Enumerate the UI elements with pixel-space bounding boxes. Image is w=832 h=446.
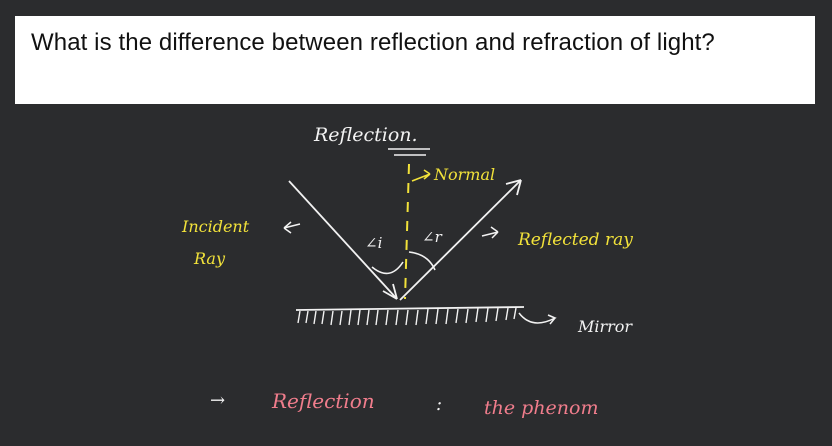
incident-label-line1: Incident	[181, 217, 250, 236]
reflected-ray-arrowhead	[505, 179, 522, 196]
reflected-label: Reflected ray	[517, 230, 633, 250]
whiteboard-canvas: Reflection. Normal ∠i ∠r	[0, 104, 832, 441]
question-text: What is the difference between reflectio…	[31, 29, 715, 56]
mirror-pointer-arrow	[518, 312, 557, 325]
angle-i-arc	[371, 261, 404, 275]
reflection-diagram: Reflection. Normal ∠i ∠r	[181, 124, 633, 419]
angle-r-label: ∠r	[422, 228, 443, 246]
mirror-surface	[295, 306, 525, 311]
normal-line	[404, 163, 410, 300]
normal-label: Normal	[433, 165, 495, 184]
bottom-text: the phenom	[484, 397, 599, 419]
angle-i-label: ∠i	[365, 234, 383, 252]
bottom-arrow: →	[210, 390, 225, 411]
normal-pointer-arrow	[411, 169, 431, 182]
diagram-title: Reflection.	[313, 124, 418, 146]
incident-pointer-arrow	[283, 221, 301, 234]
incident-ray	[288, 180, 398, 300]
reflected-ray	[399, 179, 522, 301]
reflected-pointer-arrow	[481, 226, 499, 239]
angle-r-arc	[408, 251, 436, 271]
mirror-hatching	[297, 307, 517, 326]
incident-label-line2: Ray	[193, 249, 226, 268]
mirror-label: Mirror	[577, 317, 633, 336]
incident-ray-arrowhead	[382, 283, 398, 300]
bottom-term: Reflection	[271, 389, 375, 413]
question-box: What is the difference between reflectio…	[15, 16, 815, 104]
bottom-colon: :	[436, 394, 442, 415]
